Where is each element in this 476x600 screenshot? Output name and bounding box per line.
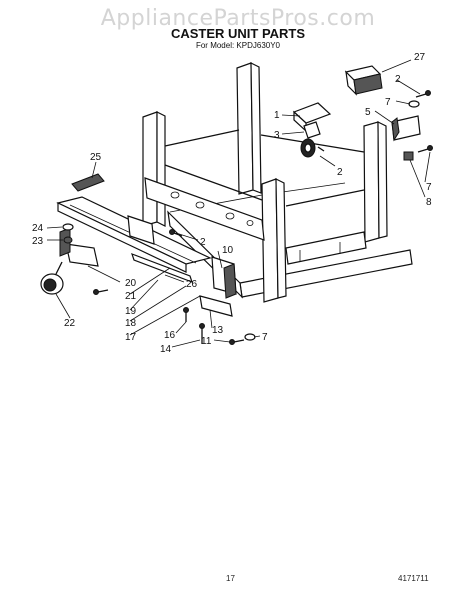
screw-2-mid bbox=[169, 229, 183, 237]
nut-8 bbox=[403, 151, 414, 161]
screw-20 bbox=[93, 289, 109, 295]
callout-7-bottom: 7 bbox=[262, 332, 268, 343]
screw-11 bbox=[229, 339, 245, 345]
callout-24: 24 bbox=[32, 223, 44, 234]
callout-2-top: 2 bbox=[395, 74, 401, 85]
callout-25: 25 bbox=[90, 152, 102, 163]
screw-16 bbox=[183, 307, 189, 322]
bracket-20 bbox=[65, 243, 99, 267]
callout-2-caster: 2 bbox=[337, 167, 343, 178]
bracket-27 bbox=[344, 65, 383, 96]
strip-19 bbox=[131, 252, 193, 284]
front-right-post bbox=[363, 121, 380, 243]
diagram-title: CASTER UNIT PARTS bbox=[170, 26, 306, 41]
callout-22: 22 bbox=[64, 318, 76, 329]
callout-14: 14 bbox=[160, 344, 172, 355]
callout-7-right: 7 bbox=[426, 182, 432, 193]
center-bracket bbox=[127, 215, 155, 245]
screw-14 bbox=[199, 323, 205, 344]
callout-23: 23 bbox=[32, 236, 44, 247]
end-cap-25 bbox=[71, 173, 105, 192]
washer-24 bbox=[62, 223, 74, 231]
callout-11: 11 bbox=[201, 336, 212, 347]
nut-23 bbox=[63, 236, 73, 244]
callout-21: 21 bbox=[125, 291, 137, 302]
callout-10: 10 bbox=[222, 245, 234, 256]
washer-7-bottom bbox=[244, 333, 256, 341]
screw-7-right bbox=[417, 145, 433, 153]
callout-20: 20 bbox=[125, 278, 137, 289]
back-left-post bbox=[142, 111, 158, 227]
back-right-post bbox=[236, 62, 254, 195]
caster-frame bbox=[142, 62, 413, 303]
callout-1: 1 bbox=[274, 110, 280, 121]
callout-8: 8 bbox=[426, 197, 432, 208]
leader-lines bbox=[46, 59, 431, 348]
side-beam bbox=[144, 177, 265, 241]
page-number: 17 bbox=[226, 574, 235, 583]
callout-19: 19 bbox=[125, 306, 137, 317]
screw-2-top bbox=[415, 90, 431, 98]
doc-number: 4171711 bbox=[398, 574, 429, 583]
callout-7-top: 7 bbox=[385, 97, 391, 108]
plate-13 bbox=[199, 295, 233, 317]
callout-5: 5 bbox=[365, 107, 371, 118]
callout-16: 16 bbox=[164, 330, 176, 341]
front-skirt bbox=[285, 231, 367, 265]
callout-17: 17 bbox=[125, 332, 137, 343]
callout-26: 26 bbox=[186, 279, 198, 290]
front-caster-22 bbox=[40, 261, 64, 295]
callout-18: 18 bbox=[125, 318, 137, 329]
callout-3: 3 bbox=[274, 130, 280, 141]
callout-2-mid: 2 bbox=[200, 237, 206, 248]
caster-3 bbox=[300, 121, 325, 158]
callout-27: 27 bbox=[414, 52, 426, 63]
callout-13: 13 bbox=[212, 325, 224, 336]
washer-7-top bbox=[408, 100, 420, 108]
watermark: AppliancePartsPros.com bbox=[100, 6, 376, 31]
model-line: For Model: KPDJ630Y0 bbox=[195, 41, 281, 50]
